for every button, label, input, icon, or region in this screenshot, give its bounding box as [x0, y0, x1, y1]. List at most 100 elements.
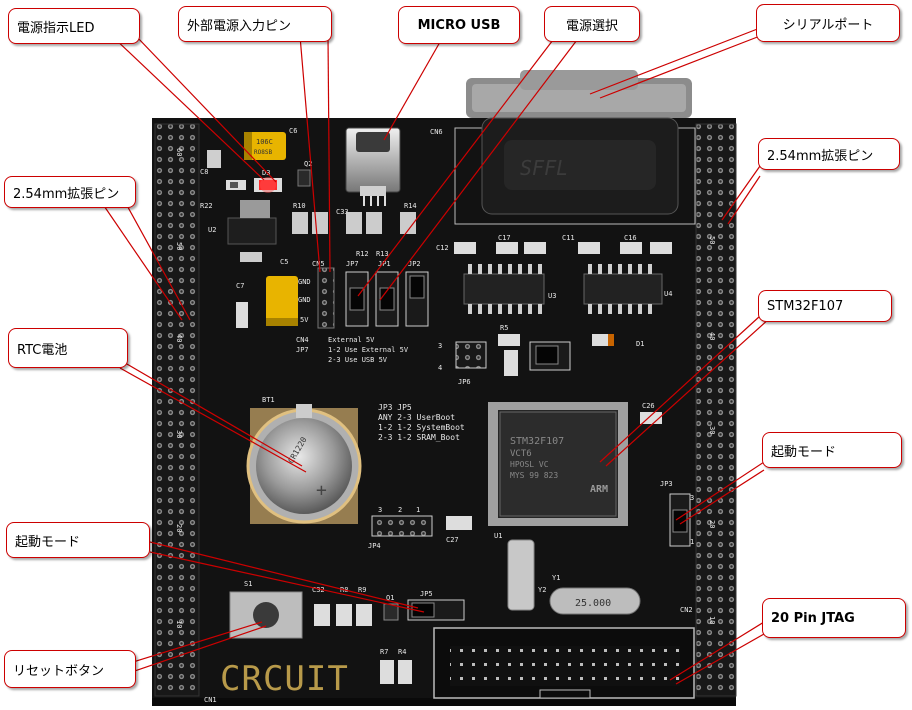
regulator-u2 [227, 217, 277, 245]
pin-label-r20: 20 [708, 520, 716, 528]
pin-label-r10: 10 [708, 616, 716, 624]
tantalum-c5 [266, 276, 298, 326]
jumper-jp6 [455, 341, 487, 369]
label-r10: R10 [293, 202, 306, 210]
pin-label-60: 60 [175, 148, 183, 156]
chip-line-2: VCT6 [510, 449, 532, 459]
callout-header-right: 2.54mm拡張ピン [758, 138, 900, 170]
external-power-header-cn5 [317, 267, 335, 329]
micro-usb-connector [345, 127, 401, 206]
mcu-stm32f107: STM32F107 VCT6 HPOSL VC MYS 99 823 ARM [488, 402, 628, 526]
label-r22: R22 [200, 202, 213, 210]
label-u2: U2 [208, 226, 216, 234]
label-jp4-2: 2 [398, 506, 402, 514]
label-c33: C33 [336, 208, 349, 216]
callout-external-power-pin: 外部電源入力ピン [178, 6, 332, 42]
pin-label-10: 10 [175, 620, 183, 628]
label-c27: C27 [446, 536, 459, 544]
label-jp2: JP2 [408, 260, 421, 268]
tantalum-text: 106C [256, 138, 273, 146]
right-header [695, 123, 737, 697]
label-jp7: JP7 [346, 260, 359, 268]
label-s1: S1 [244, 580, 252, 588]
callout-boot-mode-right: 起動モード [762, 432, 902, 468]
label-c7: C7 [236, 282, 244, 290]
label-cn1: CN1 [204, 696, 217, 704]
power-select-jumpers [345, 271, 429, 327]
label-c17: C17 [498, 234, 511, 242]
callout-external-power-pin-text: 外部電源入力ピン [187, 18, 292, 34]
callout-power-led-text: 電源指示LED [17, 20, 95, 36]
label-c12: C12 [436, 244, 449, 252]
boot-table-row-1: ANY 2-3 UserBoot [378, 413, 455, 422]
board-logo: CRCUIT [220, 659, 349, 699]
label-cn4: CN4 [296, 336, 309, 344]
chip-line-4: MYS 99 823 [510, 471, 558, 480]
callout-reset-button: リセットボタン [4, 650, 136, 688]
callout-boot-mode-left-text: 起動モード [15, 534, 81, 550]
label-jp4: JP4 [368, 542, 381, 550]
pin-label-30: 30 [175, 430, 183, 438]
callout-boot-mode-right-text: 起動モード [771, 444, 837, 460]
left-header [154, 123, 200, 697]
chip-line-3: HPOSL VC [510, 460, 549, 469]
tantalum-c6 [244, 132, 286, 160]
chip-brand: ARM [590, 484, 608, 495]
tantalum-subtext: RO8SB [254, 149, 272, 156]
power-note-1: External 5V [328, 336, 375, 344]
label-jp1: JP1 [378, 260, 391, 268]
crystal-y1 [549, 587, 641, 615]
callout-power-led: 電源指示LED [8, 8, 140, 44]
header-jp4 [371, 515, 433, 537]
label-r14: R14 [404, 202, 417, 210]
callout-header-left-text: 2.54mm拡張ピン [13, 186, 120, 202]
leader-lines [99, 27, 771, 685]
label-cn5: CN5 [312, 260, 325, 268]
crystal-y2 [507, 539, 535, 611]
callout-mcu-text: STM32F107 [767, 298, 844, 314]
callout-rtc-battery-text: RTC電池 [17, 342, 68, 358]
serial-connector: SFFL [454, 70, 696, 225]
label-u4: U4 [664, 290, 672, 298]
callout-power-select-text: 電源選択 [565, 18, 618, 34]
pin-label-r50: 50 [708, 236, 716, 244]
label-jp3-1: 1 [690, 538, 694, 546]
power-note-3: 2-3 Use USB 5V [328, 356, 388, 364]
label-5v: 5V [300, 316, 309, 324]
label-d3: D3 [262, 169, 270, 177]
chip-line-1: STM32F107 [510, 436, 564, 447]
label-c11: C11 [562, 234, 575, 242]
callout-serial-port: シリアルポート [756, 4, 900, 42]
callout-header-left: 2.54mm拡張ピン [4, 176, 136, 208]
label-c6: C6 [289, 127, 297, 135]
label-c8: C8 [200, 168, 208, 176]
label-q2: Q2 [304, 160, 312, 168]
label-jp4-3: 3 [378, 506, 382, 514]
label-cn6: CN6 [430, 128, 443, 136]
label-jp4-1: 1 [416, 506, 420, 514]
pin-label-20: 20 [175, 524, 183, 532]
svg-text:SFFL: SFFL [520, 156, 568, 180]
label-jp6: JP6 [458, 378, 471, 386]
label-d1: D1 [636, 340, 644, 348]
label-c16: C16 [624, 234, 637, 242]
pin-label-50: 50 [175, 242, 183, 250]
label-r13: R13 [376, 250, 389, 258]
label-jp5: JP5 [420, 590, 433, 598]
label-bt1: BT1 [262, 396, 275, 404]
label-jp6-4: 4 [438, 364, 442, 372]
pin-label-r40: 40 [708, 332, 716, 340]
power-note-2: 1-2 Use External 5V [328, 346, 409, 354]
callout-micro-usb-text: MICRO USB [417, 17, 501, 33]
boot-table-header: JP3 JP5 [378, 403, 412, 412]
label-r7: R7 [380, 648, 388, 656]
callout-jtag: 20 Pin JTAG [762, 598, 906, 638]
boot-table-row-3: 2-3 1-2 SRAM_Boot [378, 433, 460, 442]
crystal-text: 25.000 [575, 598, 611, 609]
reset-button-s1 [229, 591, 303, 639]
callout-mcu: STM32F107 [758, 290, 892, 322]
jtag-connector [433, 627, 695, 699]
callout-power-select: 電源選択 [544, 6, 640, 42]
ic-u3 [463, 264, 545, 314]
